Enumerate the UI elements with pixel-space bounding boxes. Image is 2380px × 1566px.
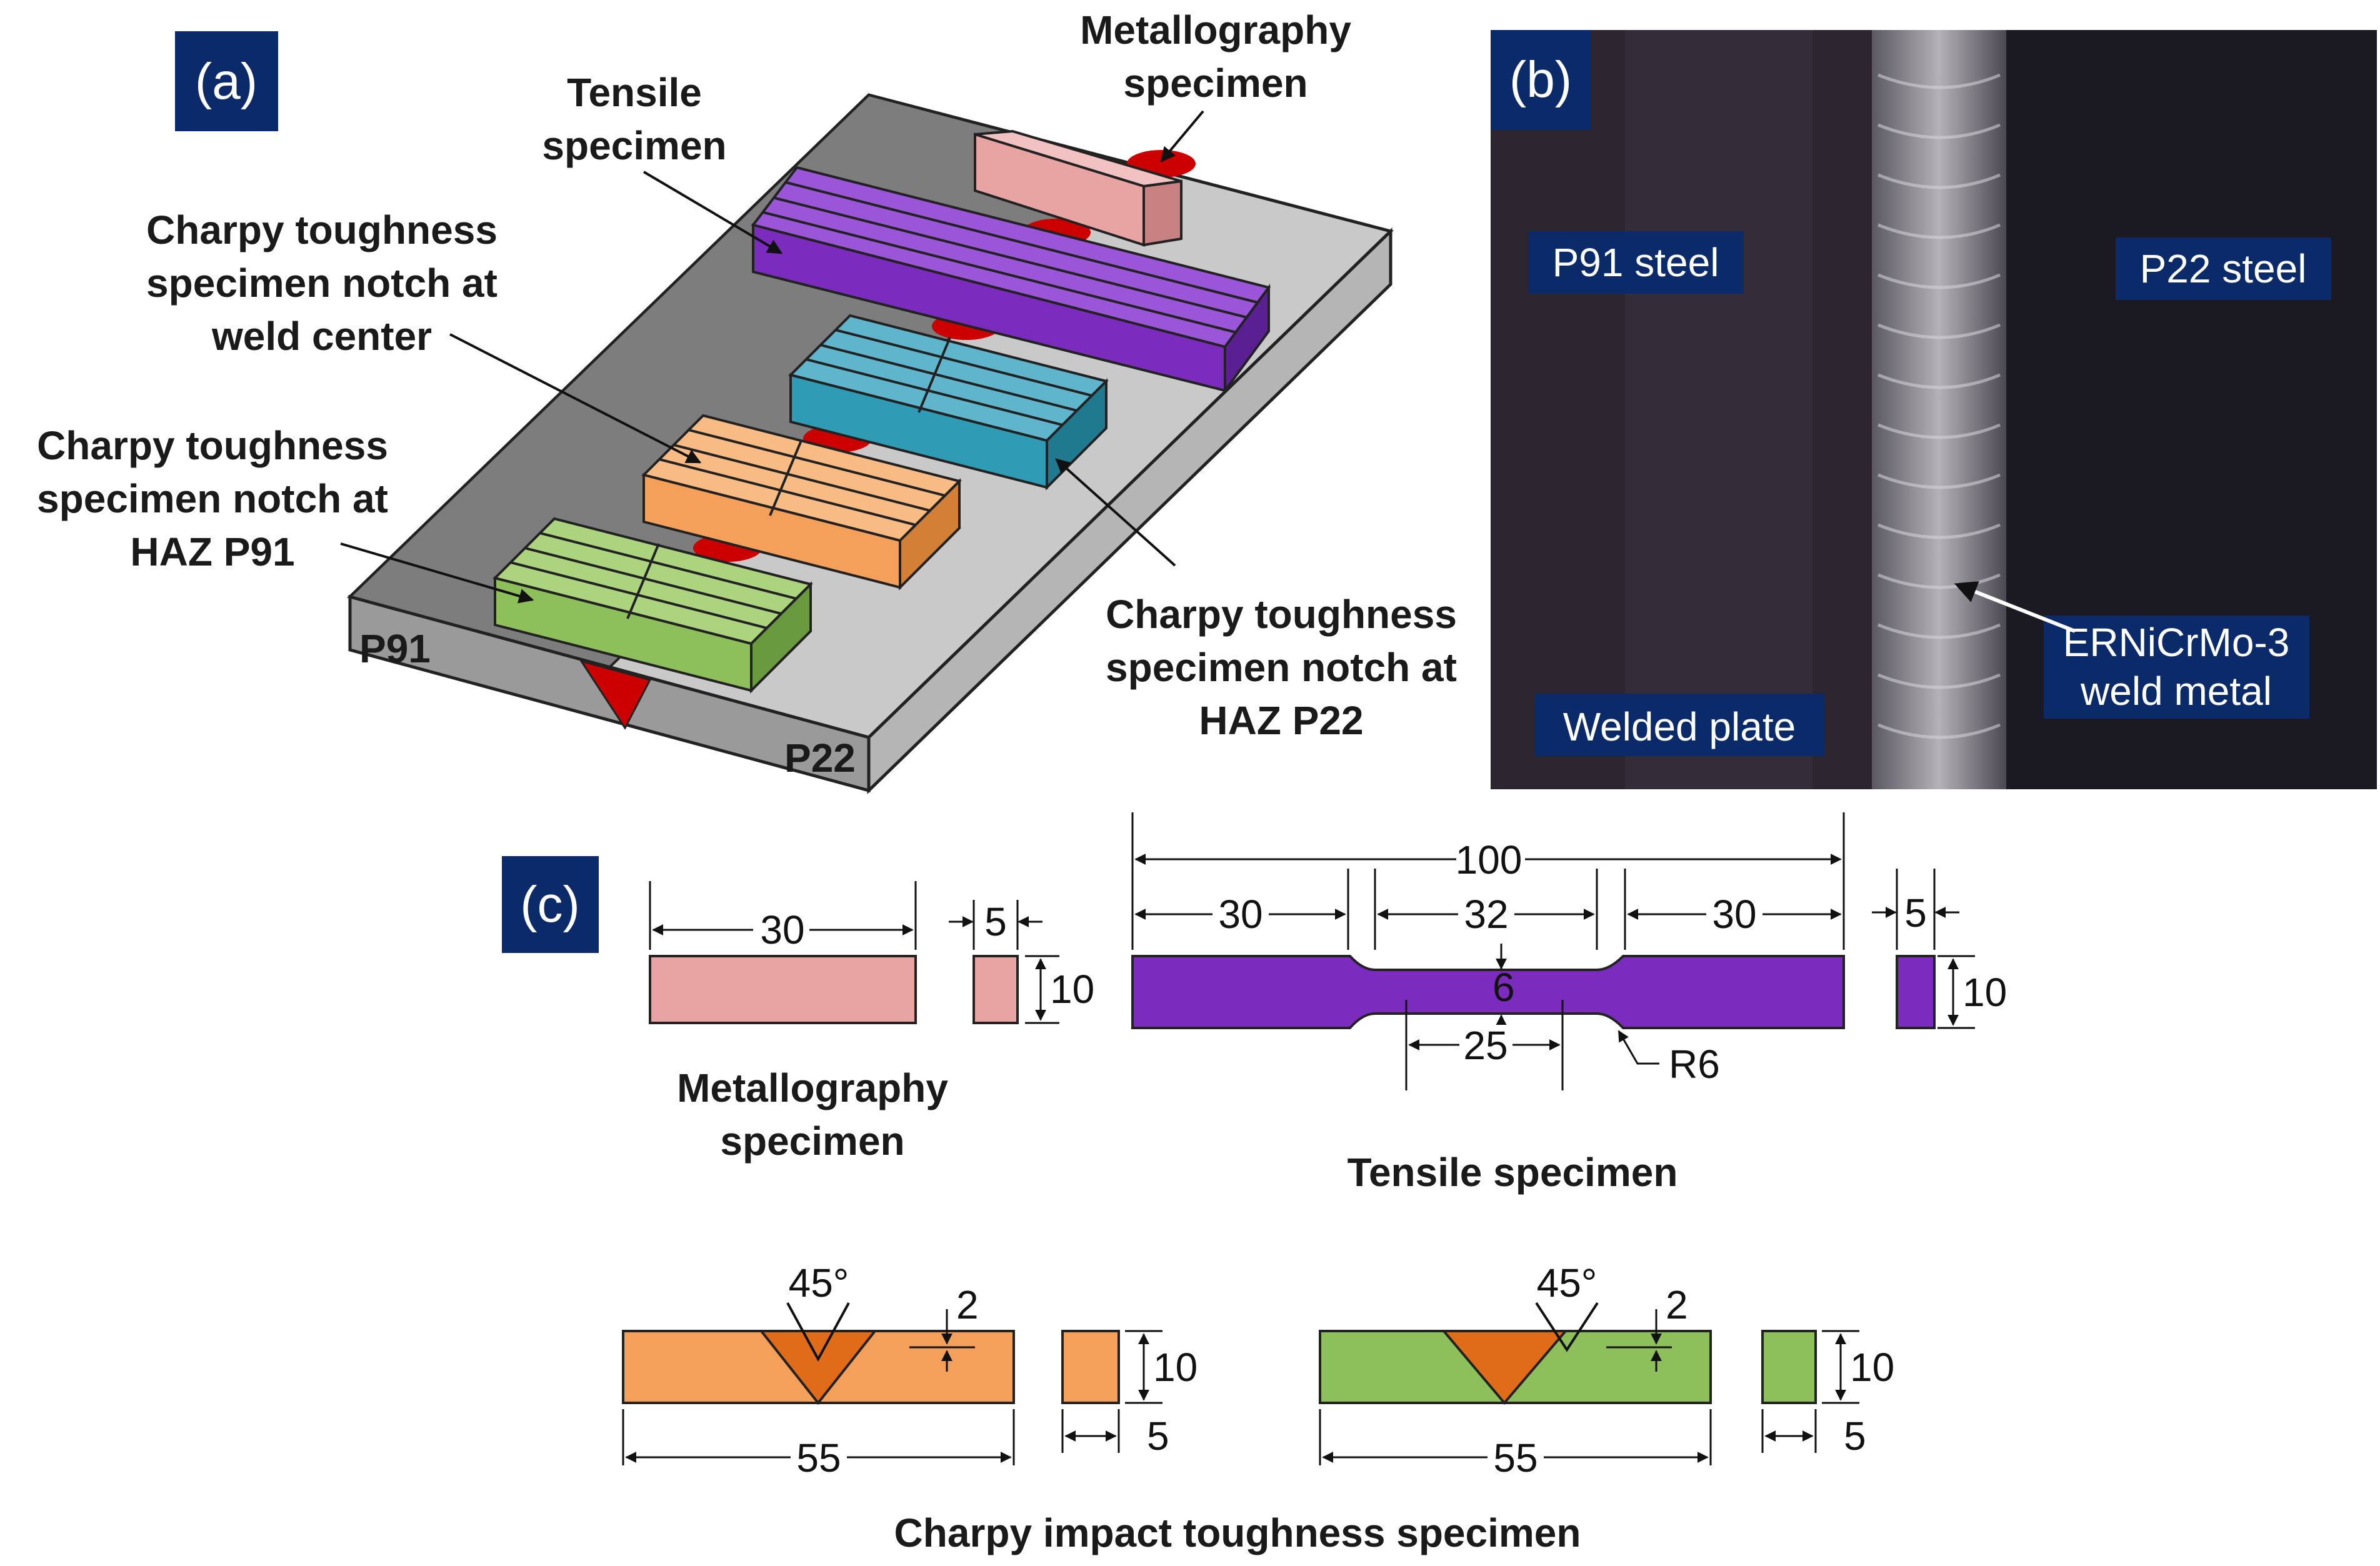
charpy-green-notch-depth: 2	[1666, 1282, 1688, 1327]
panel-b-tag: (b)	[1509, 51, 1572, 108]
weld-groove-front	[579, 659, 652, 730]
charpy-specimen-3d-haz-p91	[492, 517, 813, 694]
label-p22-steel-bg	[2116, 237, 2331, 300]
label-weld-metal-line1: ERNiCrMo-3	[2063, 620, 2290, 665]
charpy-drawing-weld-center: 45° 2 55 10 5	[622, 1260, 1198, 1480]
charpy-green-weld-zone	[1441, 1330, 1569, 1405]
tensile-radius-dim: R6	[1669, 1042, 1720, 1087]
charpy-specimen-3d-weld-center	[641, 414, 962, 591]
charpy-caption: Charpy impact toughness specimen	[894, 1510, 1581, 1555]
label-p91-steel-bg	[1528, 231, 1744, 294]
tensile-grip-right-dim: 30	[1712, 892, 1756, 937]
tensile-width-dim: 6	[1492, 965, 1515, 1010]
label-p91-steel: P91 steel	[1552, 240, 1719, 285]
charpy-orange-height-dim: 10	[1153, 1345, 1198, 1390]
charpy-orange-angle: 45°	[789, 1260, 849, 1305]
svg-text:Metallography: Metallography	[1080, 7, 1351, 52]
panel-c-tag: (c)	[520, 876, 580, 933]
weld-metal-arrow	[1954, 581, 2076, 633]
metallography-length-dim: 30	[760, 907, 804, 952]
panel-c: (c) 30 5 10 Metallography specimen	[502, 812, 2007, 1555]
svg-text:HAZ P22: HAZ P22	[1199, 698, 1363, 743]
label-p22-steel: P22 steel	[2140, 246, 2307, 291]
metallography-front-view	[649, 955, 917, 1024]
svg-text:specimen: specimen	[1123, 61, 1308, 106]
svg-text:HAZ P91: HAZ P91	[130, 529, 294, 574]
callout-charpy-weld-center: Charpy toughness specimen notch at weld …	[146, 207, 702, 464]
tensile-thickness-dim: 5	[1904, 890, 1927, 935]
metallography-height-dim: 10	[1050, 967, 1094, 1012]
photo-p91-highlight	[1625, 30, 1812, 789]
plate-right-side	[867, 227, 1392, 794]
svg-text:Charpy toughness: Charpy toughness	[146, 207, 498, 252]
tensile-reduced-dim: 32	[1464, 892, 1508, 937]
metallography-specimen-3d	[974, 129, 1182, 247]
label-welded-plate: Welded plate	[1563, 704, 1796, 749]
charpy-green-side-view	[1761, 1330, 1817, 1404]
svg-text:specimen notch at: specimen notch at	[146, 261, 498, 306]
svg-text:Tensile: Tensile	[567, 70, 702, 115]
tensile-specimen-3d	[751, 166, 1271, 395]
label-weld-metal-bg	[2044, 616, 2309, 719]
svg-text:weld center: weld center	[211, 314, 432, 359]
tensile-gauge-dim: 25	[1463, 1023, 1508, 1068]
charpy-drawing-haz: 45° 2 55 10 5	[1319, 1260, 1894, 1480]
charpy-green-height-dim: 10	[1850, 1345, 1894, 1390]
charpy-green-length-dim: 55	[1493, 1435, 1538, 1480]
callout-charpy-haz-p22: Charpy toughness specimen notch at HAZ P…	[1055, 458, 1457, 743]
metallography-caption-line2: specimen	[720, 1119, 904, 1164]
panel-a: (a) P91 P22	[37, 7, 1457, 794]
metallography-drawing: 30 5 10 Metallography specimen	[649, 881, 1094, 1164]
callout-charpy-haz-p91: Charpy toughness specimen notch at HAZ P…	[37, 423, 534, 604]
label-welded-plate-bg	[1534, 694, 1825, 756]
panel-a-tag: (a)	[195, 53, 258, 110]
charpy-green-angle: 45°	[1537, 1260, 1598, 1305]
panel-b-tag-bg	[1491, 30, 1591, 130]
charpy-orange-side-view	[1061, 1330, 1120, 1404]
svg-text:specimen notch at: specimen notch at	[1106, 645, 1457, 690]
charpy-green-thickness-dim: 5	[1844, 1414, 1866, 1459]
weld-ripples	[1878, 73, 2001, 739]
tensile-grip-left-dim: 30	[1218, 892, 1262, 937]
svg-text:Charpy toughness: Charpy toughness	[37, 423, 388, 468]
tensile-front-view	[1131, 955, 1845, 1029]
metallography-side-view	[972, 955, 1019, 1024]
metallography-caption-line1: Metallography	[677, 1065, 948, 1110]
svg-text:Charpy toughness: Charpy toughness	[1106, 592, 1457, 637]
photo-weld-bead	[1872, 30, 2006, 789]
panel-c-tag-bg	[502, 856, 599, 953]
tensile-caption: Tensile specimen	[1348, 1150, 1678, 1195]
svg-text:specimen: specimen	[542, 123, 726, 168]
tensile-height-dim: 10	[1962, 970, 2007, 1015]
callout-tensile: Tensile specimen	[542, 70, 783, 254]
charpy-orange-weld-zone	[758, 1330, 878, 1405]
panel-b-photo: (b) P91 steel P22 steel Welded plate ERN…	[1491, 30, 2377, 789]
charpy-orange-thickness-dim: 5	[1147, 1414, 1169, 1459]
label-weld-metal-line2: weld metal	[2080, 669, 2272, 714]
charpy-specimen-3d-haz-p22	[788, 314, 1109, 491]
tensile-overall-dim: 100	[1456, 837, 1522, 882]
tensile-side-view	[1896, 955, 1936, 1029]
charpy-orange-length-dim: 55	[796, 1435, 841, 1480]
tensile-drawing: 100 30 32 30 6 25 R6	[1131, 812, 2007, 1195]
plate-label-p22: P22	[784, 736, 856, 781]
callout-metallography: Metallography specimen	[1080, 7, 1351, 162]
svg-text:specimen notch at: specimen notch at	[37, 476, 388, 521]
metallography-thickness-dim: 5	[984, 899, 1007, 944]
charpy-orange-notch-depth: 2	[956, 1282, 979, 1327]
plate-label-p91: P91	[359, 626, 431, 671]
panel-a-tag-bg	[175, 31, 278, 131]
